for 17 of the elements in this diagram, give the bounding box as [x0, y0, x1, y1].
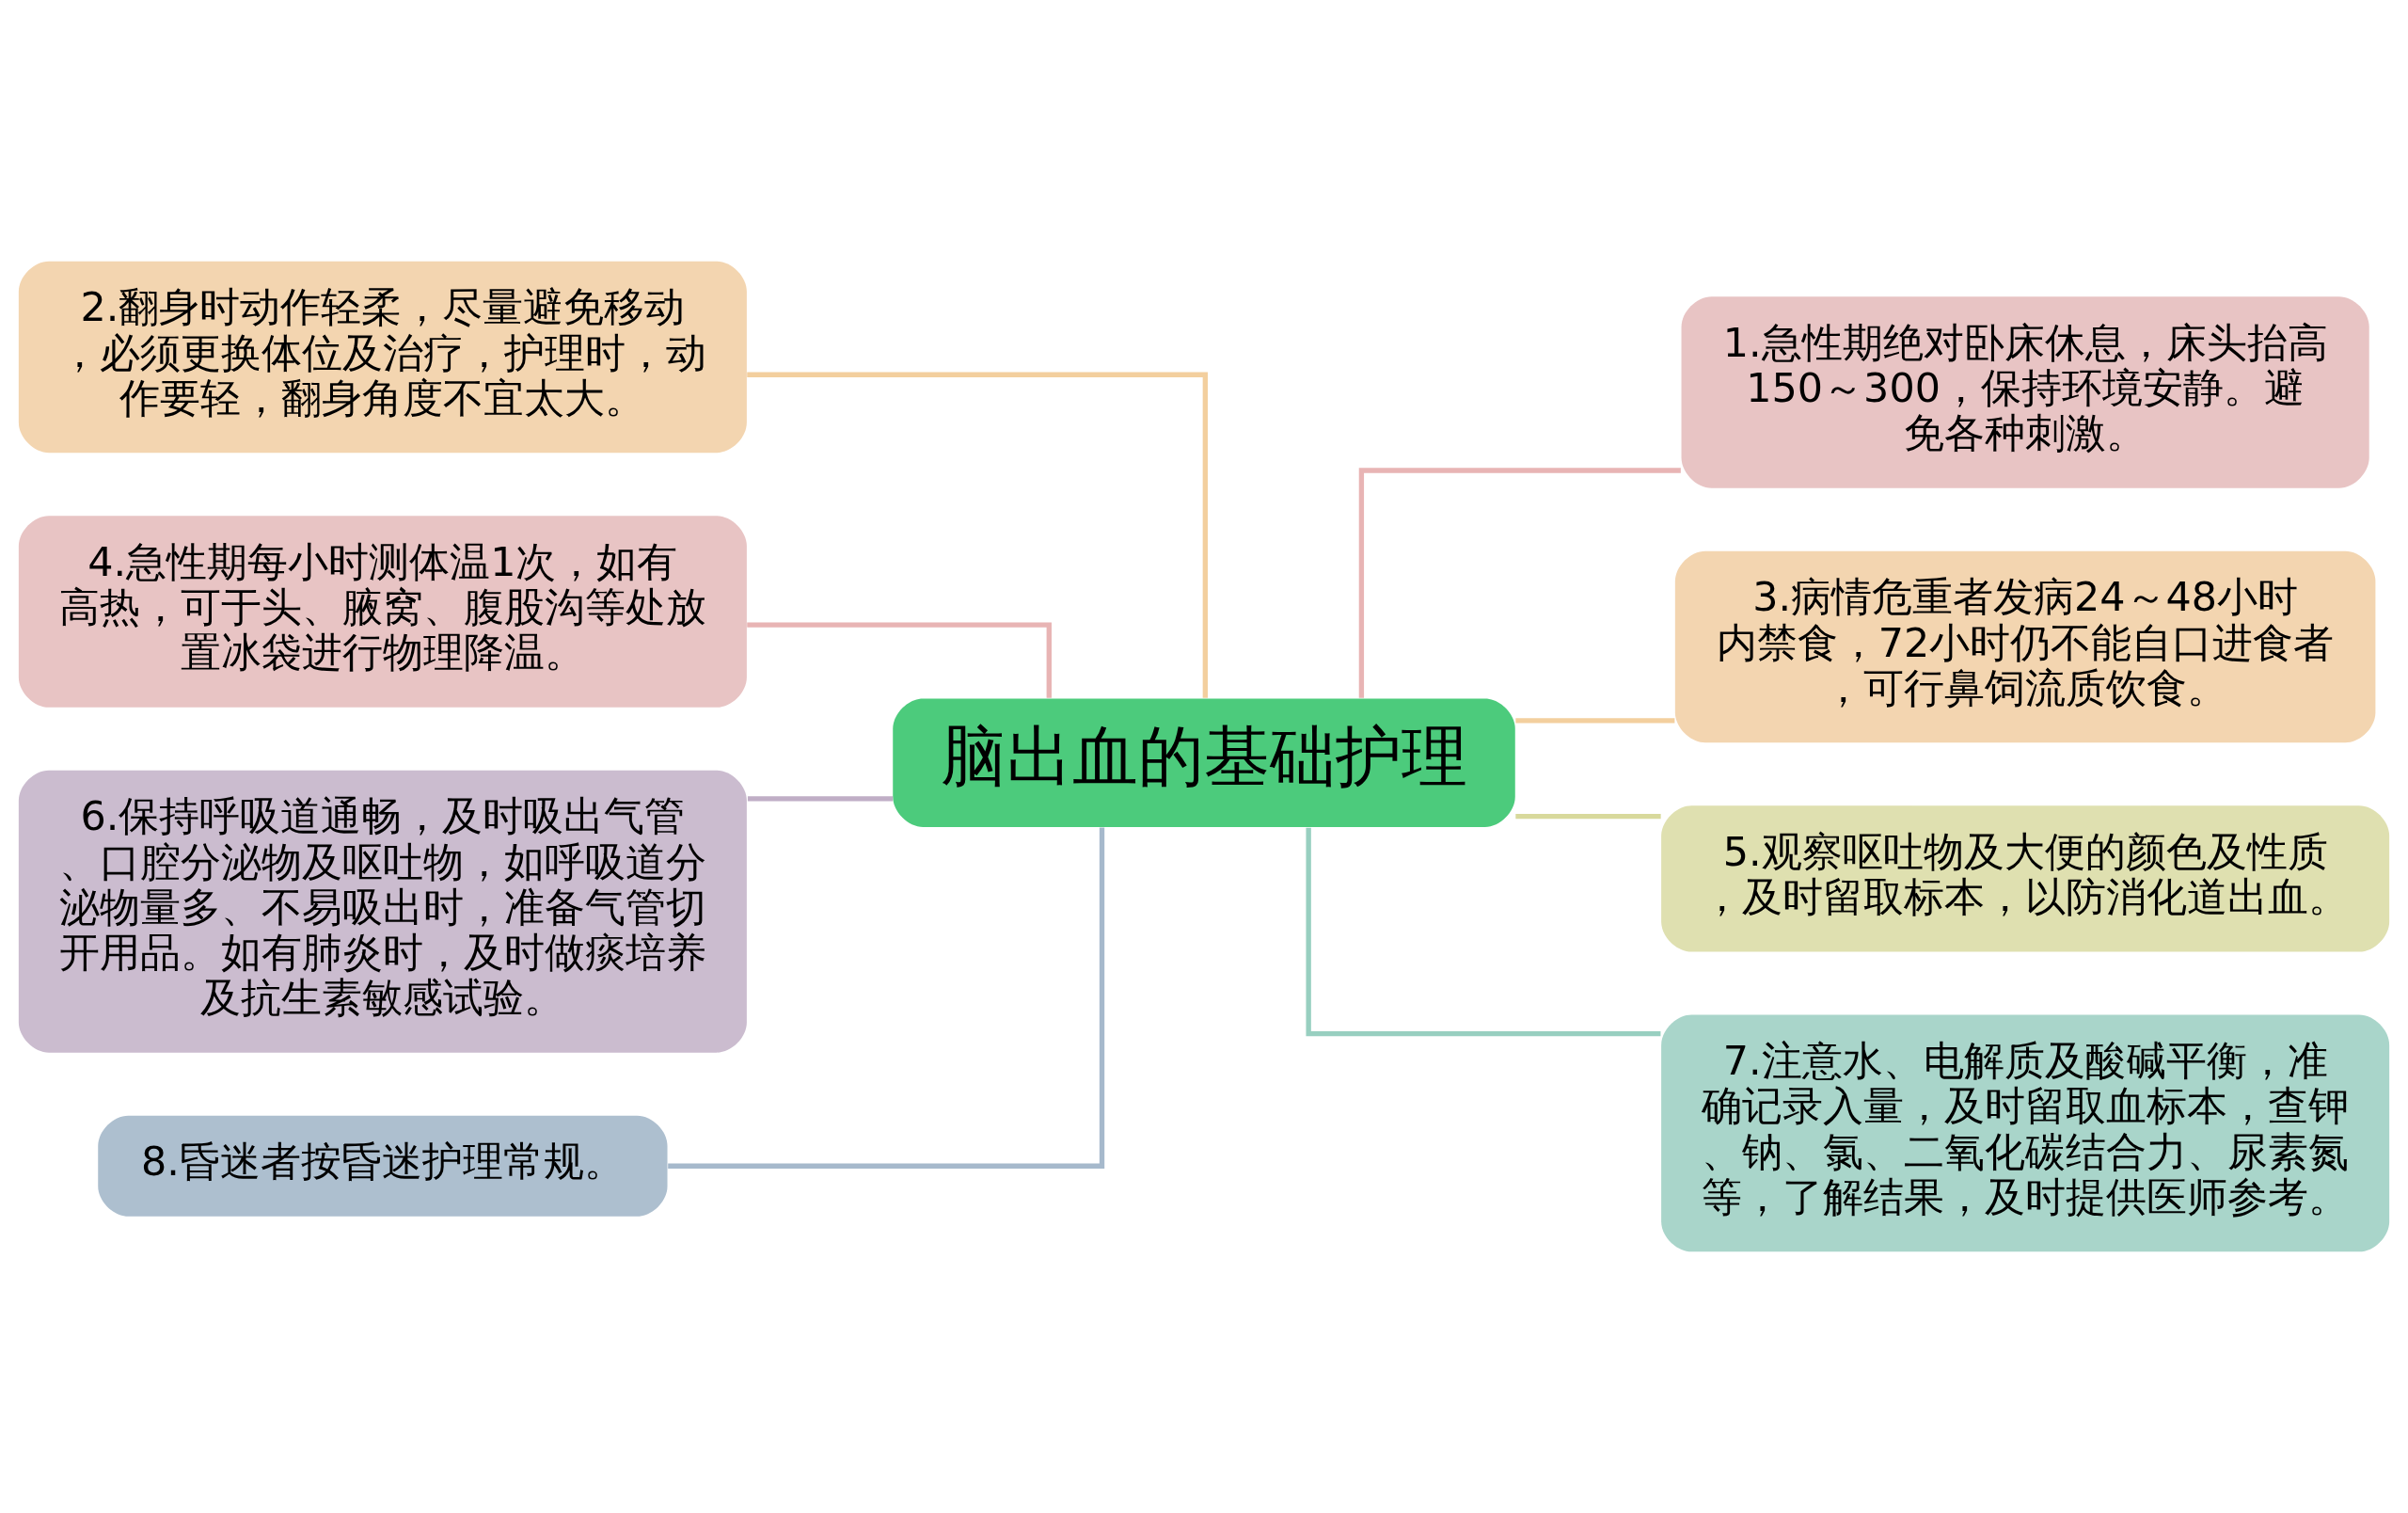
- connector: [1515, 718, 1675, 724]
- node-box: 6.保持呼吸道通畅，及时吸出气管、口腔分泌物及呕吐物，如呼吸道分泌物量多、不易吸出时，准备气管切开用品。如有肺炎时，及时做痰培养及抗生素敏感试验。: [18, 770, 747, 1053]
- connector: [747, 622, 1052, 698]
- node-box: 4.急性期每小时测体温1次，如有高热，可于头、腋窝、腹股沟等处放置冰袋进行物理降温。: [18, 516, 747, 708]
- connector: [747, 372, 1208, 698]
- node-box: 2.翻身时动作轻柔，尽量避免移动，必须更换体位及治疗，护理时，动作要轻，翻身角度不宜太大。: [18, 261, 747, 454]
- node-box: 7.注意水、电解质及酸碱平衡，准确记录入量，及时留取血标本，查钾、钠、氯、二氧化碳结合力、尿素氮等，了解结果，及时提供医师参考。: [1661, 1014, 2390, 1252]
- node-box: 脑出血的基础护理: [893, 698, 1515, 827]
- connector: [747, 796, 894, 802]
- node-box: 3.病情危重者发病24～48小时内禁食，72小时仍不能自口进食者，可行鼻饲流质饮食。: [1674, 550, 2376, 743]
- connector: [1306, 827, 1661, 1037]
- node-box: 1.急性期绝对卧床休息，床头抬高150～300，保持环境安静。避免各种刺激。: [1681, 296, 2369, 488]
- connector: [668, 827, 1105, 1169]
- connector: [1515, 813, 1661, 820]
- node-box: 5.观察呕吐物及大便的颜色及性质，及时留取标本，以防消化道出血。: [1661, 805, 2390, 952]
- node-box: 8.昏迷者按昏迷护理常规。: [98, 1115, 668, 1217]
- connector: [1358, 468, 1681, 698]
